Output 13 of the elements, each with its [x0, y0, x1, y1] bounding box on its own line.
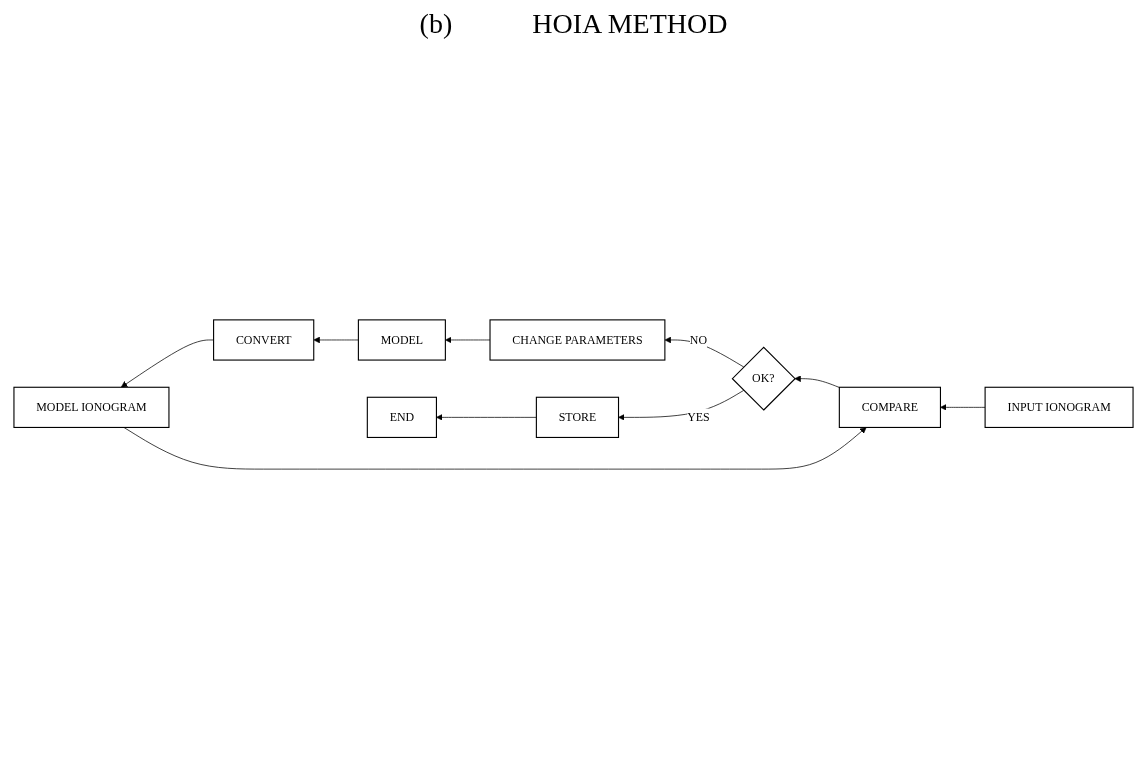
node-box: CONVERT: [213, 319, 315, 361]
node-box: MODEL IONOGRAM: [13, 386, 170, 428]
diagram-title: HOIA METHOD: [532, 8, 728, 40]
node-box: CHANGE PARAMETERS: [489, 319, 666, 361]
node-box: STORE: [535, 396, 620, 438]
edge-label: NO: [689, 333, 708, 346]
node-box: INPUT IONOGRAM: [984, 386, 1134, 428]
node-box: END: [366, 396, 437, 438]
node-box: COMPARE: [838, 386, 941, 428]
edge-label: YES: [687, 410, 710, 424]
node-diamond: OK?: [731, 346, 796, 411]
node-box: MODEL: [357, 319, 446, 361]
panel-label: (b): [419, 8, 453, 39]
